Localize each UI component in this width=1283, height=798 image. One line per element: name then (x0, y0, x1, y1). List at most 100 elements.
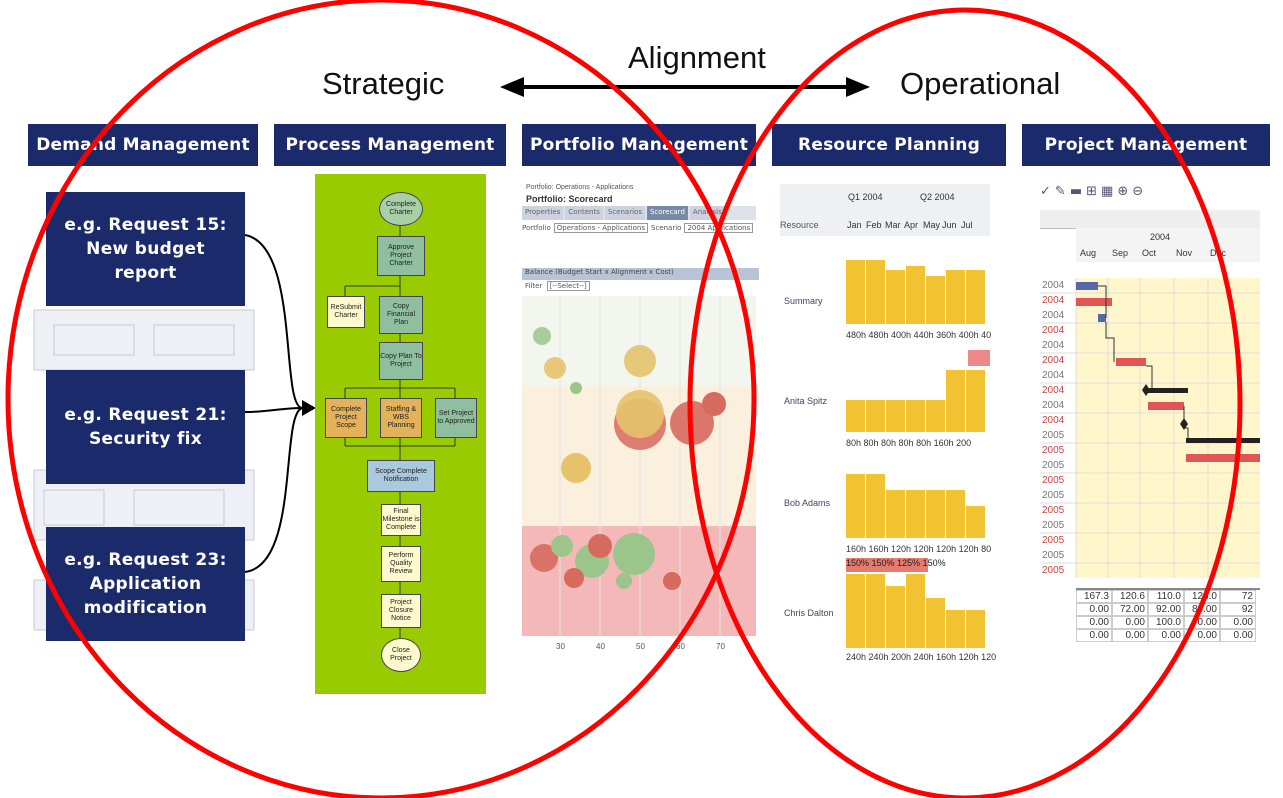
operational-ellipse (687, 7, 1243, 798)
flow-staffing-wbs: Staffing & WBS Planning (380, 398, 422, 438)
bubble-chart-title: Balance (Budget Start x Alignment x Cost… (522, 268, 759, 280)
pm-row-years: 2004 2004 2004 2004 2004 2004 2004 2004 … (1040, 278, 1076, 588)
rp-bar (926, 490, 945, 538)
tab-scorecard[interactable]: Scorecard (646, 206, 688, 220)
pm-cell: 72.00 (1112, 603, 1148, 616)
rp-bar (966, 270, 985, 324)
rp-bar (906, 400, 925, 432)
rp-header-band (780, 184, 990, 236)
pm-cell: 0.00 (1220, 616, 1256, 629)
rp-bar (866, 474, 885, 538)
rp-bar (866, 260, 885, 324)
pm-row-year: 2005 (1042, 490, 1065, 501)
rp-quarter: Q1 2004 (848, 192, 883, 202)
portfolio-select[interactable]: Operations - Applications (553, 223, 649, 233)
rp-row-values: 240h 240h 200h 240h 160h 120h 120 (846, 652, 997, 662)
rp-bar (906, 490, 925, 538)
pm-row-year: 2004 (1042, 415, 1065, 426)
pm-row-year: 2004 (1042, 310, 1065, 321)
rp-month: May (923, 220, 941, 230)
tab-properties[interactable]: Properties (522, 206, 564, 220)
gantt-bar (1148, 402, 1184, 410)
pm-summary-table: 167.3 120.6 110.0 128.0 72 0.00 72.00 92… (1076, 588, 1260, 662)
pm-cell: 0.00 (1112, 616, 1148, 629)
pm-row-year: 2005 (1042, 505, 1065, 516)
toolbar-icon[interactable]: ✓ (1040, 184, 1055, 199)
pm-year: 2004 (1150, 232, 1171, 242)
toolbar-icon[interactable]: ✎ (1054, 184, 1070, 199)
pm-cell: 167.3 (1076, 590, 1112, 603)
pm-cell: 92.00 (1148, 603, 1184, 616)
pm-cell: 92 (1220, 603, 1256, 616)
zoom-in-icon[interactable]: ⊕ (1117, 184, 1133, 199)
toolbar-icon[interactable]: ▬ (1069, 184, 1087, 199)
pm-cell: 0.00 (1184, 629, 1220, 642)
toolbar-icon[interactable]: ▦ (1101, 184, 1118, 199)
tab-contents[interactable]: Contents (565, 206, 603, 220)
pm-row-year: 2005 (1042, 460, 1065, 471)
bubble (624, 345, 656, 377)
rp-bar (866, 574, 885, 648)
flow-scope-notification: Scope Complete Notification (367, 460, 435, 492)
request-21-box: e.g. Request 21: Security fix (46, 370, 245, 484)
zoom-out-icon[interactable]: ⊖ (1132, 184, 1148, 199)
bubble (533, 327, 551, 345)
tab-analysis[interactable]: Analysis (689, 206, 725, 220)
flow-set-approved: Set Project to Approved (435, 398, 477, 438)
strategic-ellipse (5, 0, 757, 798)
rp-bar (946, 490, 965, 538)
pm-cell: 100.0 (1148, 616, 1184, 629)
flow-resubmit-charter: ReSubmit Charter (327, 296, 365, 328)
rp-bar (906, 574, 925, 648)
pm-row-year: 2004 (1042, 385, 1065, 396)
bubble (613, 533, 655, 575)
bubble (544, 357, 566, 379)
rp-bar (886, 586, 905, 648)
bubble (551, 535, 573, 557)
rp-quarter: Q2 2004 (920, 192, 955, 202)
scenario-label: Scenario (651, 224, 682, 232)
rp-bar (846, 574, 865, 648)
tab-scenarios[interactable]: Scenarios (604, 206, 645, 220)
bubble (530, 544, 558, 572)
gantt-bar (1076, 298, 1112, 306)
rp-row-values: 160h 160h 120h 120h 120h 120h 80 (846, 544, 992, 554)
operational-label: Operational (900, 66, 1061, 101)
pm-cell: 110.0 (1148, 590, 1184, 603)
toolbar-icon[interactable]: ⊞ (1086, 184, 1102, 199)
flow-complete-project-scope: Complete Project Scope (325, 398, 367, 438)
filter-select[interactable]: [--Select--] (546, 281, 590, 291)
pm-cell: 0.00 (1112, 629, 1148, 642)
request-15-box: e.g. Request 15: New budget report (46, 192, 245, 306)
gantt-bar (1146, 388, 1188, 393)
rp-bar (966, 370, 985, 432)
gantt-bar (1186, 454, 1260, 462)
rp-bar (886, 270, 905, 324)
axis-tick: 30 (556, 642, 565, 651)
process-flowchart: Complete Charter Approve Project Charter… (315, 174, 486, 694)
pm-cell: 120.6 (1112, 590, 1148, 603)
flow-copy-plan-to-project: Copy Plan To Project (379, 342, 423, 380)
pm-row-year: 2004 (1042, 400, 1065, 411)
pm-cell: 0.00 (1076, 603, 1112, 616)
header-process-management: Process Management (274, 124, 506, 166)
header-portfolio-management: Portfolio Management (522, 124, 756, 166)
rp-bar (866, 400, 885, 432)
pm-cell: 0.00 (1220, 629, 1256, 642)
pm-cell: 0.00 (1184, 616, 1220, 629)
pm-month: Aug (1080, 248, 1097, 258)
pm-row-year: 2004 (1042, 325, 1065, 336)
rp-row-values: 480h 480h 400h 440h 360h 400h 40 (846, 330, 992, 340)
bubble (616, 573, 632, 589)
rp-bar (926, 598, 945, 648)
gantt-bar (1076, 282, 1098, 290)
rp-row-name: Anita Spitz (784, 396, 828, 406)
rp-bar (946, 610, 965, 648)
pm-cell: 0.00 (1148, 629, 1184, 642)
request-23-box: e.g. Request 23: Application modificatio… (46, 527, 245, 641)
flow-final-milestone: Final Milestone is Complete (381, 504, 421, 536)
portfolio-window-title: Portfolio: Operations - Applications (526, 184, 634, 191)
rp-bar (966, 506, 985, 538)
pm-row-year: 2004 (1042, 340, 1065, 351)
